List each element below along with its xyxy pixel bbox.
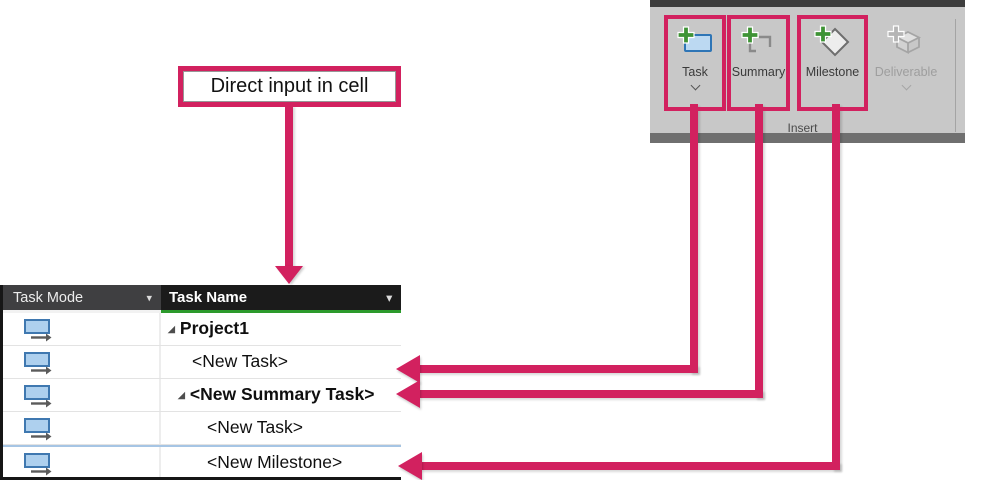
table-row: ◢ Project1: [3, 313, 401, 346]
task-mode-cell[interactable]: [3, 346, 161, 378]
milestone-button-label: Milestone: [805, 65, 860, 79]
milestone-button-highlight-box: [797, 15, 868, 111]
ribbon-top-edge: [650, 0, 965, 7]
table-row: ◢ <New Summary Task>: [3, 379, 401, 412]
task-mode-header-label: Task Mode: [13, 289, 84, 306]
task-button-highlight-box: [664, 15, 726, 111]
milestone-arrow-vertical: [832, 104, 840, 470]
callout-arrow-line: [285, 105, 293, 268]
milestone-arrow-horizontal: [420, 462, 840, 470]
summary-arrow-vertical: [755, 104, 763, 398]
summary-button-label: Summary: [731, 65, 786, 79]
table-row: <New Task>: [3, 412, 401, 445]
task-name-cell[interactable]: <New Task>: [161, 346, 401, 378]
expand-triangle-icon[interactable]: ◢: [178, 390, 185, 400]
deliverable-button[interactable]: Deliverable: [872, 19, 940, 115]
summary-button-highlight-box: [727, 15, 790, 111]
auto-scheduled-icon: [24, 453, 52, 476]
ribbon-group-label: Insert: [787, 121, 818, 135]
chevron-down-icon: [901, 80, 911, 91]
task-name-filter-icon[interactable]: ▾: [386, 292, 392, 304]
auto-scheduled-icon: [24, 418, 52, 441]
callout-box: Direct input in cell: [178, 66, 401, 107]
summary-button[interactable]: Summary: [728, 19, 789, 115]
callout-arrow-head: [275, 266, 303, 284]
ribbon-bottom-edge: [650, 133, 965, 143]
task-name-text: Project1: [179, 318, 249, 338]
task-mode-cell[interactable]: [3, 379, 161, 411]
task-arrow-horizontal: [418, 365, 698, 373]
summary-arrow-horizontal: [418, 390, 763, 398]
milestone-arrow-head: [398, 452, 422, 480]
task-arrow-head: [396, 355, 420, 383]
task-mode-cell[interactable]: [3, 412, 161, 444]
task-name-cell[interactable]: ◢ Project1: [161, 313, 401, 345]
ribbon-body: Task Summary: [650, 7, 965, 135]
ribbon-insert-group: Task Summary: [650, 0, 965, 143]
task-name-header-label: Task Name: [169, 289, 248, 306]
task-button[interactable]: Task: [665, 19, 725, 115]
task-table: Task Mode ▾ Task Name ▾ ◢ Project1: [0, 285, 401, 480]
callout-label: Direct input in cell: [183, 71, 396, 102]
task-name-text: <New Task>: [207, 417, 303, 437]
table-row: <New Milestone>: [3, 445, 401, 477]
summary-arrow-head: [396, 380, 420, 408]
task-name-text: <New Milestone>: [207, 452, 343, 472]
task-mode-cell[interactable]: [3, 313, 161, 345]
task-mode-cell[interactable]: [3, 447, 161, 477]
task-button-label: Task: [682, 65, 708, 79]
task-name-text: <New Task>: [192, 351, 288, 371]
auto-scheduled-icon: [24, 352, 52, 375]
task-icon: [677, 23, 713, 59]
task-name-text: <New Summary Task>: [189, 384, 375, 404]
milestone-icon: [813, 23, 852, 59]
table-header-row: Task Mode ▾ Task Name ▾: [3, 285, 401, 313]
ribbon-group-separator: [955, 19, 956, 132]
task-name-cell[interactable]: ◢ <New Summary Task>: [161, 379, 401, 411]
milestone-button[interactable]: Milestone: [798, 19, 867, 115]
deliverable-button-label: Deliverable: [874, 65, 938, 79]
task-name-cell[interactable]: <New Milestone>: [161, 447, 401, 477]
task-name-cell[interactable]: <New Task>: [161, 412, 401, 444]
auto-scheduled-icon: [24, 385, 52, 408]
summary-icon: [740, 23, 777, 59]
deliverable-icon: [887, 23, 925, 59]
task-name-column-header[interactable]: Task Name ▾: [161, 285, 401, 313]
task-arrow-vertical: [690, 104, 698, 373]
task-mode-filter-icon[interactable]: ▾: [146, 292, 152, 304]
table-row: <New Task>: [3, 346, 401, 379]
expand-triangle-icon[interactable]: ◢: [168, 324, 175, 334]
auto-scheduled-icon: [24, 319, 52, 342]
task-mode-column-header[interactable]: Task Mode ▾: [3, 285, 161, 313]
